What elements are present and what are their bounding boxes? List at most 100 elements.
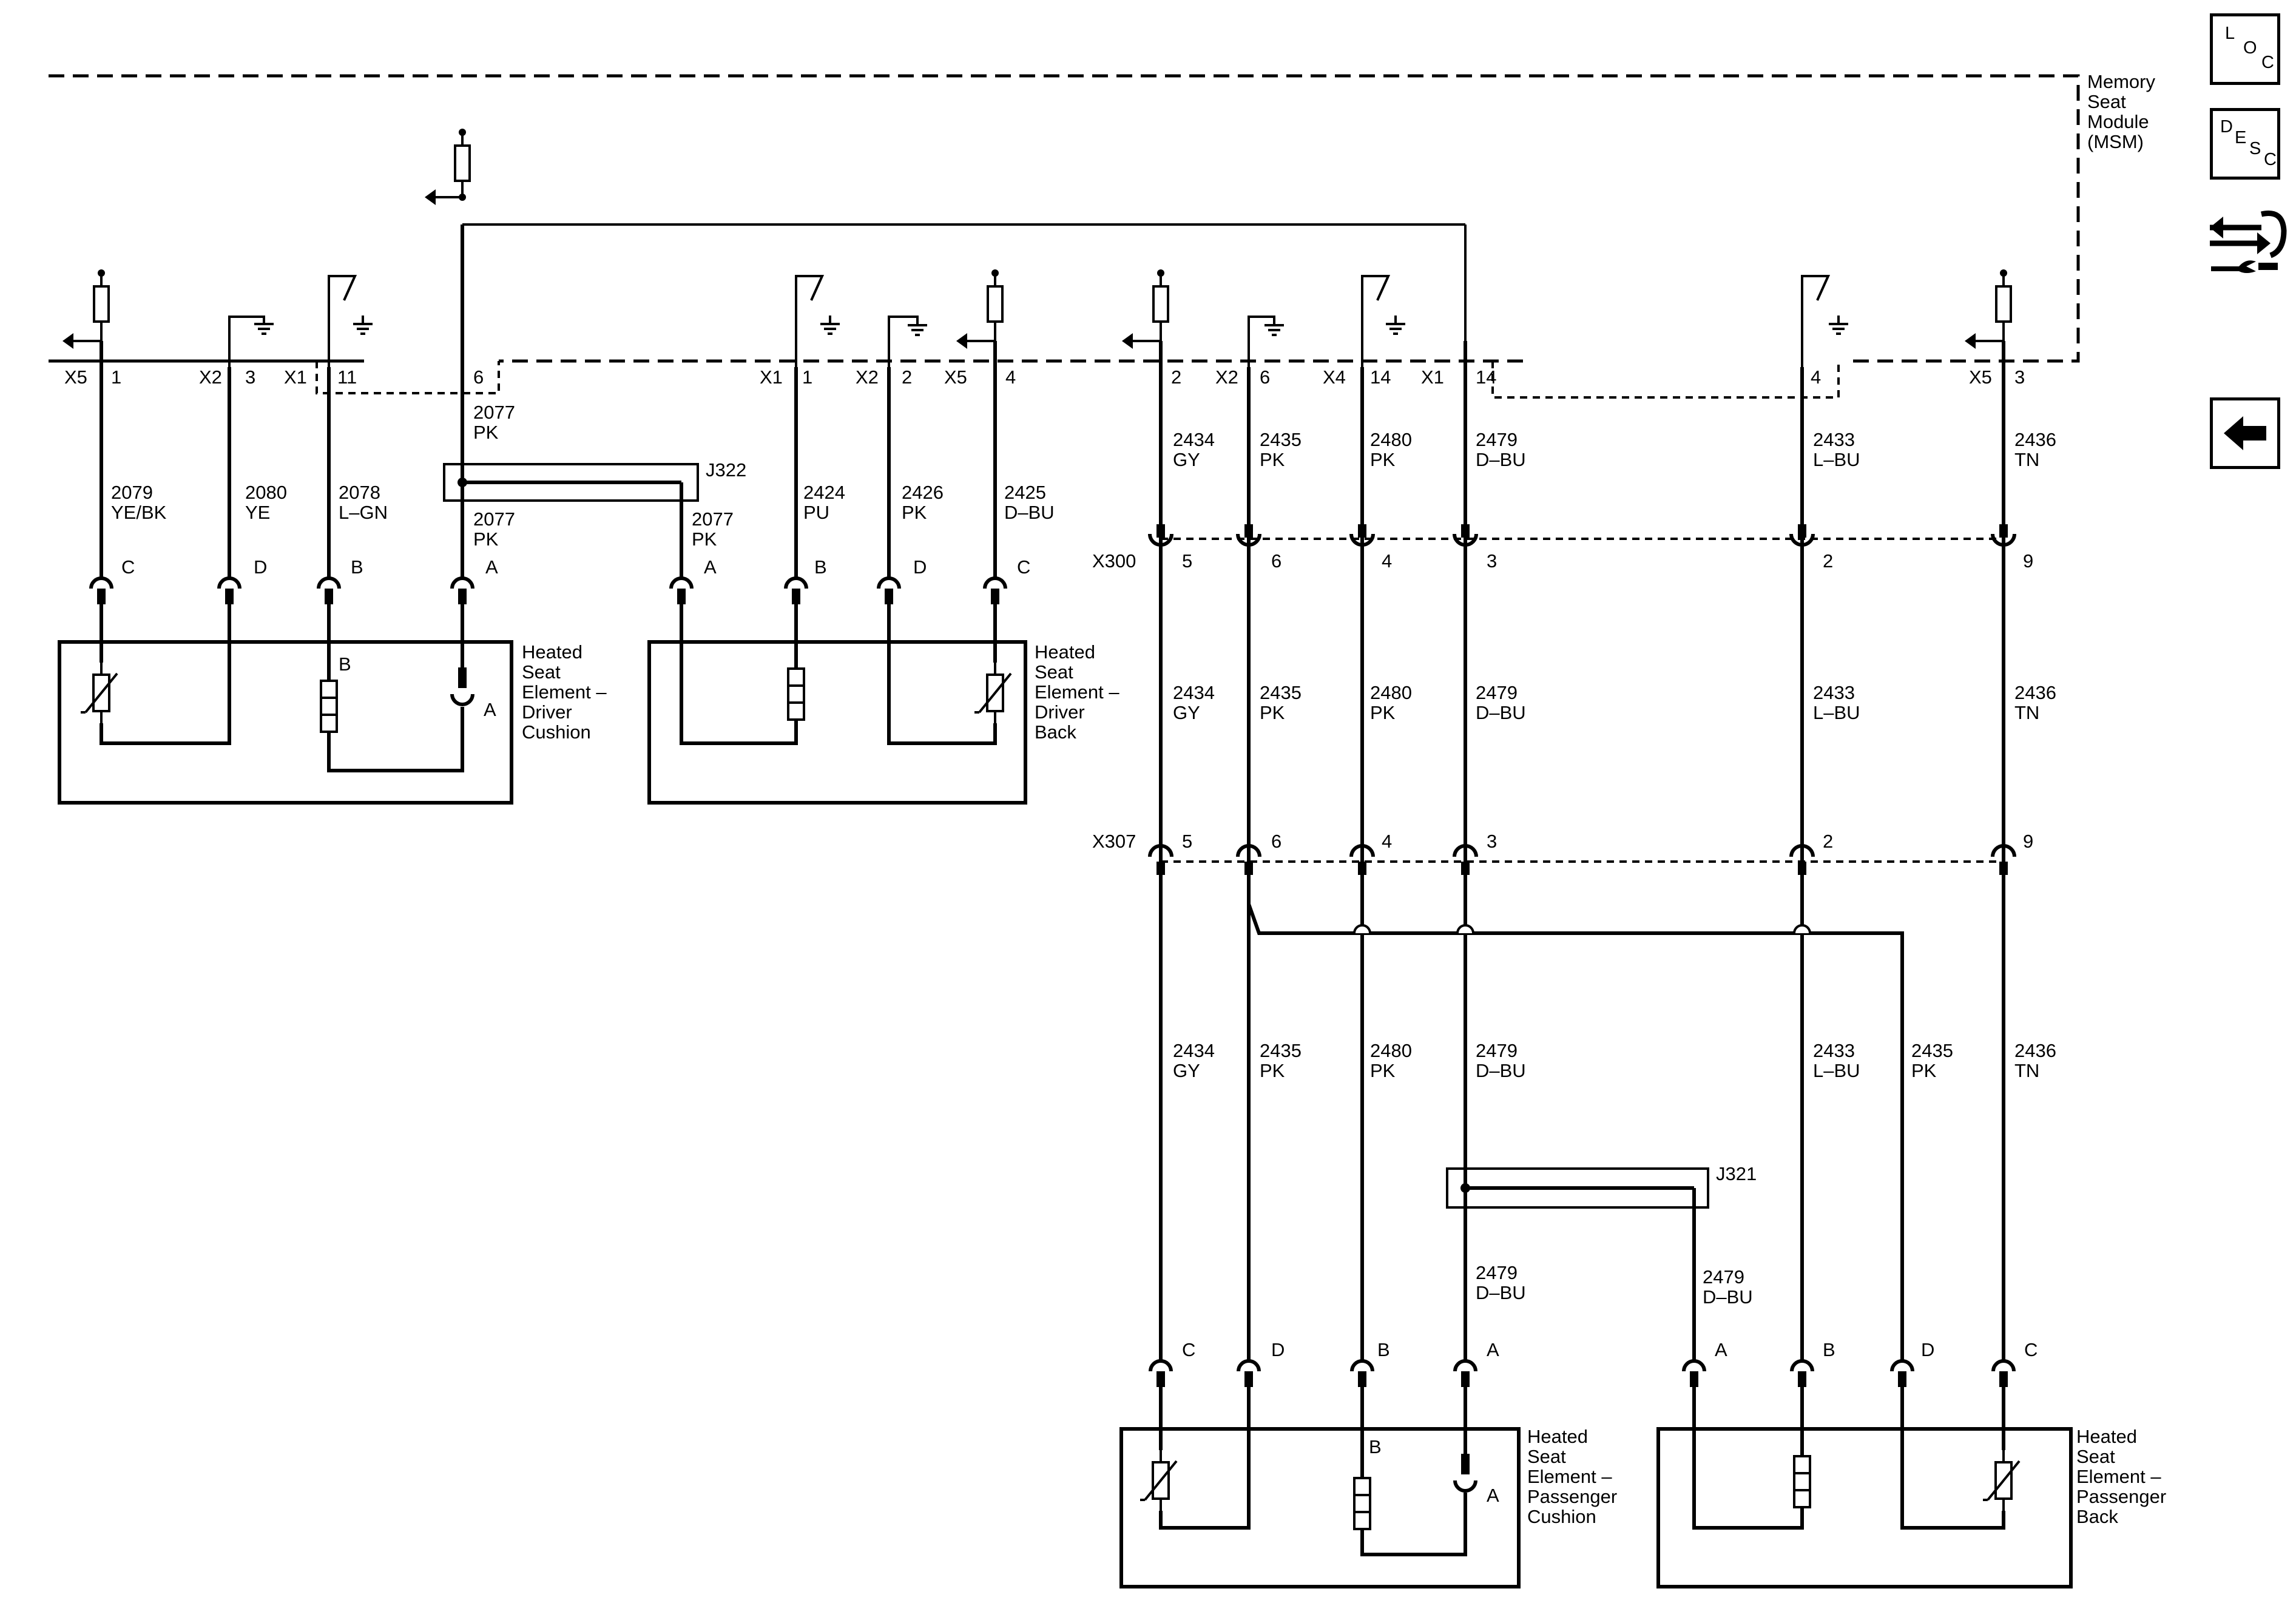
svg-text:PU: PU [803,502,829,523]
svg-text:TN: TN [2014,449,2039,470]
svg-text:Heated: Heated [1035,641,1095,663]
passenger-back-pin-labels: A B D C [1715,1339,2038,1360]
svg-text:4: 4 [1005,366,1016,388]
svg-text:C: C [1017,556,1030,578]
svg-text:2424: 2424 [803,482,845,503]
svg-text:6: 6 [1271,831,1281,852]
desc-letter-s: S [2249,139,2261,158]
svg-text:PK: PK [1370,702,1396,723]
svg-text:D–BU: D–BU [1476,449,1526,470]
svg-text:9: 9 [2023,550,2033,572]
svg-text:GY: GY [1173,1060,1200,1081]
svg-text:2435: 2435 [1260,682,1302,703]
svg-text:D–BU: D–BU [1476,1282,1526,1303]
passenger-back-element [1656,1387,2073,1588]
svg-text:TN: TN [2014,1060,2039,1081]
svg-text:B: B [1377,1339,1390,1360]
svg-text:2479: 2479 [1476,429,1518,450]
svg-text:2425: 2425 [1004,482,1046,503]
x300-pin-labels: 5 6 4 3 2 9 [1182,550,2033,572]
svg-text:B: B [1369,1436,1382,1457]
svg-text:3: 3 [1487,831,1497,852]
svg-text:Heated: Heated [522,641,582,663]
svg-text:2480: 2480 [1370,682,1412,703]
svg-text:6: 6 [1271,550,1281,572]
svg-text:X2: X2 [199,366,222,388]
svg-text:14: 14 [1370,366,1391,388]
svg-text:2077: 2077 [473,508,515,530]
svg-text:J321: J321 [1716,1163,1757,1184]
svg-text:D–BU: D–BU [1476,1060,1526,1081]
svg-text:X1: X1 [1421,366,1444,388]
svg-text:2433: 2433 [1813,1040,1855,1061]
svg-text:4: 4 [1382,550,1392,572]
svg-text:D–BU: D–BU [1476,702,1526,723]
svg-text:PK: PK [1260,1060,1285,1081]
svg-text:2077: 2077 [473,402,515,423]
svg-text:2436: 2436 [2014,682,2056,703]
passenger-cushion-label: Heated Seat Element – Passenger Cushion [1527,1426,1617,1527]
svg-text:Heated: Heated [2076,1426,2137,1447]
connector-tools-icon[interactable] [2204,203,2289,282]
svg-text:2480: 2480 [1370,1040,1412,1061]
svg-text:2434: 2434 [1173,429,1215,450]
svg-text:X307: X307 [1092,831,1136,852]
svg-text:2480: 2480 [1370,429,1412,450]
svg-text:3: 3 [245,366,255,388]
svg-text:X5: X5 [1969,366,1992,388]
connector-x300: X300 [1092,538,2004,572]
svg-text:2434: 2434 [1173,682,1215,703]
svg-text:3: 3 [1487,550,1497,572]
driver-back-label: Heated Seat Element – Driver Back [1035,641,1119,743]
svg-text:PK: PK [473,422,499,443]
svg-text:Seat: Seat [1527,1446,1566,1467]
back-arrow-icon [2224,416,2266,450]
svg-text:Module: Module [2087,111,2149,132]
svg-text:B: B [814,556,827,578]
svg-text:Seat: Seat [1035,661,1073,683]
svg-text:2435: 2435 [1911,1040,1953,1061]
desc-letter-c: C [2264,150,2277,169]
svg-text:D: D [1921,1339,1934,1360]
svg-text:14: 14 [1476,366,1496,388]
svg-text:X5: X5 [944,366,967,388]
svg-text:Element –: Element – [1035,681,1119,703]
svg-text:A: A [1715,1339,1727,1360]
svg-text:X1: X1 [284,366,307,388]
svg-text:L–BU: L–BU [1813,449,1860,470]
svg-text:X2: X2 [856,366,879,388]
driver-wires [100,224,997,579]
svg-text:2479: 2479 [1476,1040,1518,1061]
svg-text:X2: X2 [1215,366,1238,388]
svg-text:2479: 2479 [1476,682,1518,703]
svg-text:2435: 2435 [1260,1040,1302,1061]
x307-pin-labels: 5 6 4 3 2 9 [1182,831,2033,852]
passenger-cushion-element: B A [1119,1387,1521,1588]
svg-text:GY: GY [1173,702,1200,723]
svg-text:Memory: Memory [2087,71,2155,92]
svg-text:2435: 2435 [1260,429,1302,450]
svg-text:2436: 2436 [2014,429,2056,450]
desc-button[interactable]: D E S C [2210,108,2280,180]
svg-text:2: 2 [1171,366,1181,388]
svg-text:A: A [485,556,498,578]
desc-letter-e: E [2235,128,2247,147]
svg-text:4: 4 [1811,366,1821,388]
svg-text:PK: PK [1911,1060,1937,1081]
svg-text:A: A [1487,1339,1499,1360]
svg-text:2077: 2077 [692,508,734,530]
svg-text:2: 2 [1823,831,1833,852]
driver-harness-connectors [89,576,1007,604]
svg-text:2436: 2436 [2014,1040,2056,1061]
svg-text:2: 2 [902,366,912,388]
back-button[interactable] [2210,397,2280,469]
loc-button[interactable]: L O C [2210,13,2280,85]
svg-text:2079: 2079 [111,482,153,503]
svg-text:X300: X300 [1092,550,1136,572]
svg-text:Element –: Element – [2076,1466,2161,1487]
svg-text:PK: PK [692,528,717,550]
connector-tools-glyph [2210,211,2287,273]
driver-cushion-label: Heated Seat Element – Driver Cushion [522,641,607,743]
svg-text:Seat: Seat [522,661,561,683]
